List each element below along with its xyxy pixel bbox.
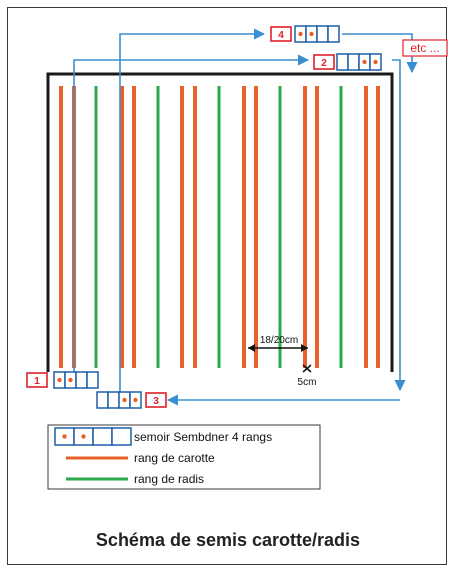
seeder-pass-2	[336, 53, 382, 71]
pass-arrow-etc	[342, 33, 418, 74]
pass-label-4-text: 4	[278, 30, 284, 41]
legend-carrot-text: rang de carotte	[134, 451, 215, 465]
etc-label-text: etc ...	[410, 41, 439, 55]
spacing-label: 18/20cm	[260, 335, 298, 346]
pass-label-1-text: 1	[34, 376, 40, 387]
pass-label-3-text: 3	[153, 396, 159, 407]
pass-label-2-text: 2	[321, 58, 327, 69]
pass-arrow-4	[119, 28, 266, 392]
seeder-pass-1	[53, 371, 99, 389]
seeders	[53, 25, 382, 409]
pass-label-4: 4	[270, 26, 292, 42]
bed-outline	[46, 72, 394, 372]
diagram-caption: Schéma de semis carotte/radis	[95, 530, 361, 550]
figure-frame	[7, 7, 447, 565]
offset-label: 5cm	[298, 377, 317, 388]
pass-label-1: 1	[26, 372, 48, 388]
pass-label-2: 2	[313, 54, 335, 70]
pass-arrow-1	[73, 54, 310, 372]
seeder-pass-3	[96, 391, 142, 409]
pass-label-3: 3	[145, 392, 167, 408]
etc-label: etc ...	[402, 39, 448, 57]
legend: semoir Sembdner 4 rangs rang de carotte …	[47, 424, 321, 490]
pass-arrows	[73, 28, 418, 406]
spacing-measure: 18/20cm	[248, 335, 308, 352]
seeder-pass-4	[294, 25, 340, 43]
crop-rows	[59, 86, 380, 368]
legend-seeder-cells	[54, 427, 132, 446]
legend-radish-text: rang de radis	[134, 472, 204, 486]
offset-measure	[302, 364, 312, 373]
pass-arrow-2	[392, 59, 406, 392]
legend-seeder-text: semoir Sembdner 4 rangs	[134, 430, 272, 444]
legend-seeder-icon	[54, 427, 132, 446]
